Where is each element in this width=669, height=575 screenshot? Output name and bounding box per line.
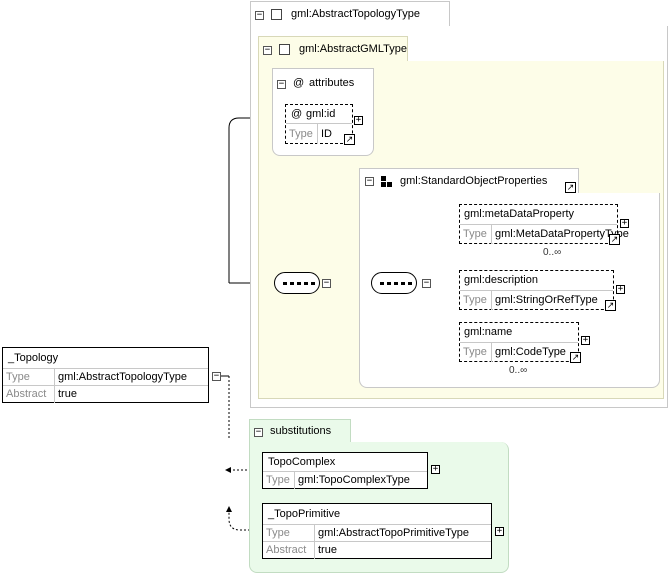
external-link-icon[interactable]: ↗ bbox=[570, 352, 581, 363]
group-icon bbox=[381, 176, 393, 188]
external-link-icon[interactable]: ↗ bbox=[609, 234, 620, 245]
element-metadataproperty[interactable]: gml:metaDataProperty Type gml:MetaDataPr… bbox=[459, 204, 629, 244]
collapse-toggle[interactable]: − bbox=[212, 371, 221, 381]
type-value: gml:MetaDataPropertyType bbox=[495, 228, 629, 240]
element-name: gml:metaDataProperty bbox=[464, 208, 575, 220]
occurrence-label: 0..∞ bbox=[543, 247, 562, 258]
external-link-icon[interactable]: ↗ bbox=[344, 134, 355, 145]
type-key: Type bbox=[286, 124, 318, 144]
type-value: gml:StringOrRefType bbox=[495, 294, 598, 306]
collapse-toggle[interactable]: − bbox=[322, 278, 331, 288]
element-topoprimitive[interactable]: _TopoPrimitive Type gml:AbstractTopoPrim… bbox=[262, 503, 492, 559]
group-tab: − gml:StandardObjectProperties bbox=[359, 168, 579, 194]
element-description[interactable]: gml:description Type gml:StringOrRefType bbox=[459, 270, 614, 310]
sequence-compositor bbox=[371, 272, 417, 294]
sequence-compositor bbox=[274, 272, 320, 294]
element-name: _Topology bbox=[8, 352, 59, 364]
collapse-toggle[interactable]: − bbox=[263, 45, 272, 55]
element-name: _TopoPrimitive bbox=[268, 508, 341, 520]
element-name: gml:description bbox=[464, 274, 538, 286]
complex-type-icon bbox=[279, 44, 290, 55]
attribute-name: gml:id bbox=[306, 108, 336, 120]
attribute-gml-id[interactable]: @ gml:id Type ID bbox=[285, 104, 353, 144]
substitutions-tab: − substitutions bbox=[249, 419, 351, 443]
expand-plus-icon[interactable]: + bbox=[431, 464, 440, 474]
type-value: ID bbox=[321, 128, 332, 140]
expand-plus-icon[interactable]: + bbox=[581, 335, 590, 345]
type-value: gml:CodeType bbox=[495, 346, 566, 358]
abstract-key: Abstract bbox=[3, 386, 55, 403]
expand-plus-icon[interactable]: + bbox=[620, 218, 629, 228]
element-name: TopoComplex bbox=[268, 456, 336, 468]
element-name-gml[interactable]: gml:name Type gml:CodeType bbox=[459, 322, 579, 362]
collapse-toggle[interactable]: − bbox=[254, 427, 263, 437]
external-link-icon[interactable]: ↗ bbox=[565, 182, 576, 193]
type-key: Type bbox=[460, 225, 492, 244]
occurrence-label: 0..∞ bbox=[509, 365, 528, 376]
type-key: Type bbox=[460, 291, 492, 310]
attribute-at-icon: @ bbox=[293, 77, 305, 89]
type-key: Type bbox=[3, 369, 55, 386]
element-topocomplex[interactable]: TopoComplex Type gml:TopoComplexType bbox=[262, 452, 428, 489]
type-key: Type bbox=[263, 525, 315, 542]
attributes-label: attributes bbox=[309, 77, 355, 89]
abstract-key: Abstract bbox=[263, 542, 315, 559]
complex-type-name: gml:AbstractTopologyType bbox=[291, 8, 421, 20]
type-value: gml:TopoComplexType bbox=[298, 474, 410, 486]
type-key: Type bbox=[460, 343, 492, 362]
collapse-toggle[interactable]: − bbox=[255, 10, 264, 20]
complex-type-icon bbox=[271, 9, 282, 20]
base-type-name: gml:AbstractGMLType bbox=[299, 43, 407, 55]
attribute-at-icon: @ bbox=[291, 108, 303, 120]
expand-plus-icon[interactable]: + bbox=[354, 115, 363, 125]
collapse-toggle[interactable]: − bbox=[365, 176, 374, 186]
external-link-icon[interactable]: ↗ bbox=[605, 300, 616, 311]
element-topology[interactable]: _Topology Type gml:AbstractTopologyType … bbox=[2, 347, 209, 403]
expand-plus-icon[interactable]: + bbox=[616, 284, 625, 294]
collapse-toggle[interactable]: − bbox=[422, 278, 431, 288]
collapse-toggle[interactable]: − bbox=[277, 79, 286, 89]
expand-plus-icon[interactable]: + bbox=[495, 526, 504, 536]
type-key: Type bbox=[263, 472, 295, 489]
abstract-value: true bbox=[58, 388, 77, 400]
type-value: gml:AbstractTopoPrimitiveType bbox=[318, 527, 469, 539]
base-type-tab: − gml:AbstractGMLType bbox=[258, 36, 408, 62]
group-name: gml:StandardObjectProperties bbox=[400, 175, 548, 187]
element-name: gml:name bbox=[464, 326, 513, 338]
abstract-value: true bbox=[318, 544, 337, 556]
complex-type-tab: − gml:AbstractTopologyType bbox=[250, 1, 450, 27]
type-value: gml:AbstractTopologyType bbox=[58, 371, 188, 383]
substitutions-label: substitutions bbox=[270, 425, 332, 437]
